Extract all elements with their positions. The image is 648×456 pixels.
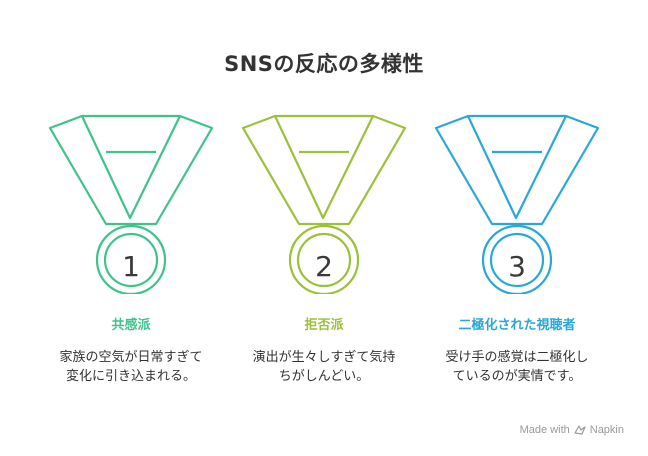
description-3: 受け手の感覚は二極化しているのが実情です。 bbox=[445, 350, 589, 384]
medal-3: 3 bbox=[432, 114, 602, 294]
label-3: 二極化された視聴者 bbox=[458, 318, 576, 333]
ribbon-icon bbox=[434, 114, 600, 294]
medal-1: 1 bbox=[46, 114, 216, 294]
medal-2: 2 bbox=[239, 114, 409, 294]
ribbon-icon bbox=[48, 114, 214, 294]
napkin-logo-icon bbox=[574, 425, 586, 435]
watermark: Made with Napkin bbox=[520, 424, 624, 436]
description-1: 家族の空気が日常すぎて変化に引き込まれる。 bbox=[59, 350, 203, 384]
watermark-brand: Napkin bbox=[589, 424, 624, 436]
medal-number: 3 bbox=[508, 250, 526, 283]
ribbon-icon bbox=[241, 114, 407, 294]
description-2: 演出が生々しすぎて気持ちがしんどい。 bbox=[252, 350, 396, 384]
diagram-title: SNSの反応の多様性 bbox=[224, 52, 424, 76]
label-1: 共感派 bbox=[111, 318, 151, 333]
watermark-text: Made with bbox=[519, 424, 570, 436]
medal-number: 2 bbox=[315, 250, 333, 283]
medal-number: 1 bbox=[122, 250, 140, 283]
label-2: 拒否派 bbox=[304, 318, 344, 333]
